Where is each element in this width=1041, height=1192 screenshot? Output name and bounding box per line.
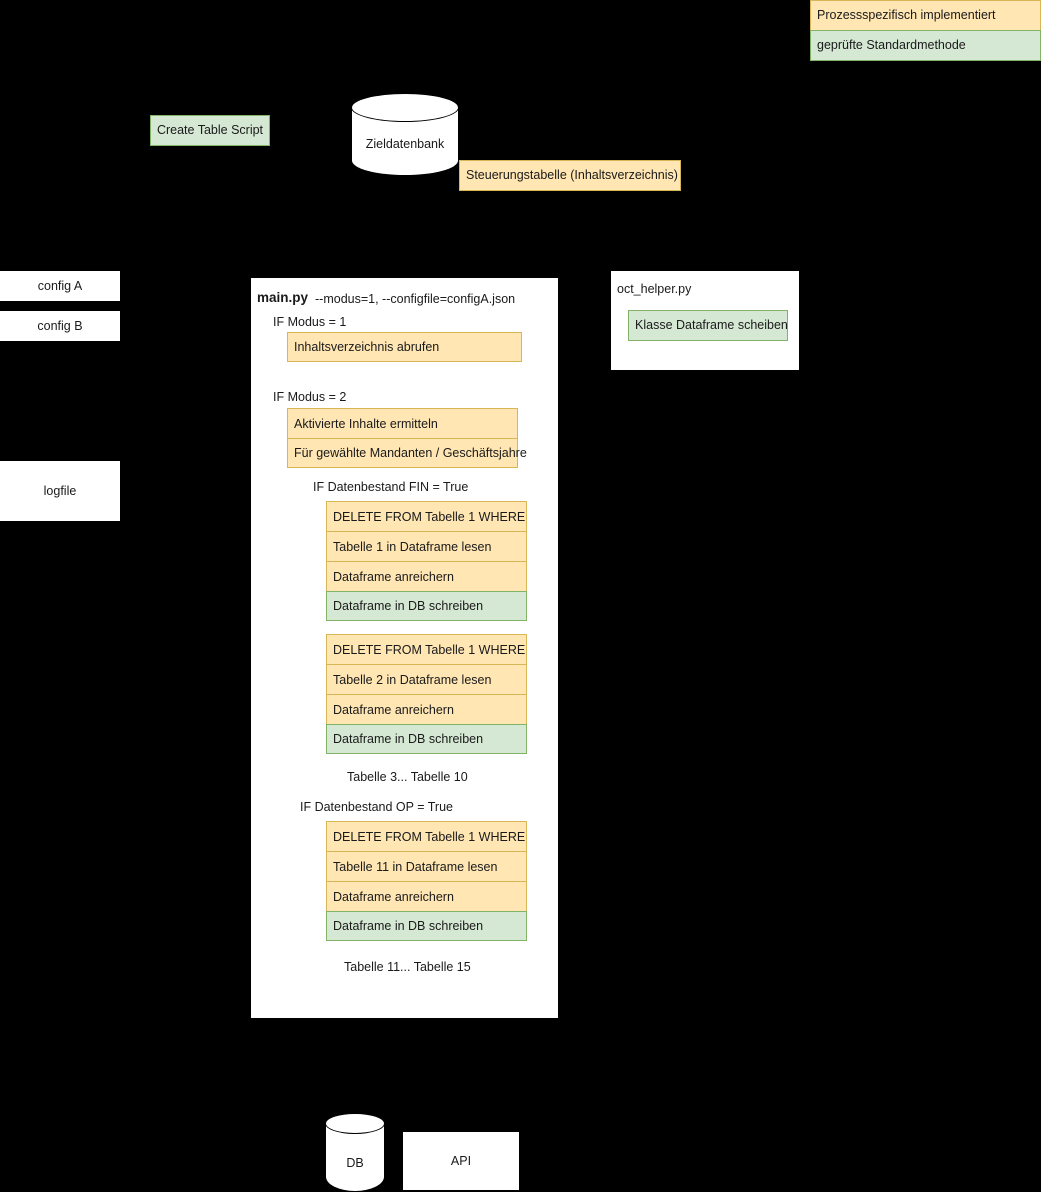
fin-group-1: DELETE FROM Tabelle 1 WHERE Tabelle 1 in… bbox=[326, 501, 527, 621]
process-step-row: Dataframe anreichern bbox=[326, 881, 527, 911]
process-step-row: Aktivierte Inhalte ermitteln bbox=[287, 408, 518, 438]
process-step-row: Dataframe in DB schreiben bbox=[326, 591, 527, 621]
api-label: API bbox=[450, 1153, 472, 1168]
process-step-label: Inhaltsverzeichnis abrufen bbox=[294, 340, 440, 354]
zieldatenbank-cylinder: Zieldatenbank bbox=[351, 93, 459, 176]
op-ellipsis-label: Tabelle 11... Tabelle 15 bbox=[344, 960, 471, 974]
klasse-dataframe-box: Klasse Dataframe scheiben bbox=[628, 310, 788, 341]
legend-item-prozessspezifisch: Prozessspezifisch implementiert bbox=[810, 0, 1041, 31]
cylinder-top-ellipse bbox=[351, 93, 459, 122]
legend-item-standardmethode: geprüfte Standardmethode bbox=[810, 30, 1041, 61]
process-step-row: DELETE FROM Tabelle 1 WHERE bbox=[326, 634, 527, 664]
process-step-label: Tabelle 2 in Dataframe lesen bbox=[333, 672, 492, 687]
modus1-step-group: Inhaltsverzeichnis abrufen bbox=[287, 332, 522, 362]
process-step-row: Dataframe in DB schreiben bbox=[326, 724, 527, 754]
process-step-row: DELETE FROM Tabelle 1 WHERE bbox=[326, 501, 527, 531]
create-table-script-label: Create Table Script bbox=[156, 123, 264, 138]
legend-item-label: geprüfte Standardmethode bbox=[817, 38, 966, 53]
process-step-label: Dataframe in DB schreiben bbox=[333, 919, 484, 933]
process-step-row: Tabelle 1 in Dataframe lesen bbox=[326, 531, 527, 561]
config-b-label: config B bbox=[37, 318, 83, 333]
klasse-dataframe-label: Klasse Dataframe scheiben bbox=[635, 318, 788, 333]
process-step-label: DELETE FROM Tabelle 1 WHERE bbox=[333, 642, 526, 657]
config-a-label: config A bbox=[37, 278, 83, 293]
process-step-row: DELETE FROM Tabelle 1 WHERE bbox=[326, 821, 527, 851]
create-table-script-box[interactable]: Create Table Script bbox=[150, 115, 270, 146]
process-step-row: Dataframe in DB schreiben bbox=[326, 911, 527, 941]
process-step-row: Inhaltsverzeichnis abrufen bbox=[287, 332, 522, 362]
oct-helper-title: oct_helper.py bbox=[617, 282, 692, 296]
process-step-label: Für gewählte Mandanten / Geschäftsjahre bbox=[294, 446, 527, 460]
if-datenbestand-fin-label: IF Datenbestand FIN = True bbox=[313, 480, 469, 494]
process-step-label: Dataframe anreichern bbox=[333, 889, 454, 904]
main-py-args: --modus=1, --configfile=configA.json bbox=[315, 292, 516, 306]
if-datenbestand-op-label: IF Datenbestand OP = True bbox=[300, 800, 453, 814]
steuerungstabelle-box: Steuerungstabelle (Inhaltsverzeichnis) bbox=[459, 160, 681, 191]
process-step-row: Tabelle 2 in Dataframe lesen bbox=[326, 664, 527, 694]
if-modus-2-label: IF Modus = 2 bbox=[273, 390, 347, 404]
steuerungstabelle-label: Steuerungstabelle (Inhaltsverzeichnis) bbox=[466, 168, 678, 183]
zieldatenbank-label: Zieldatenbank bbox=[365, 137, 445, 151]
process-step-label: Dataframe anreichern bbox=[333, 702, 454, 717]
config-a-box: config A bbox=[0, 271, 120, 301]
db-label: DB bbox=[346, 1156, 364, 1170]
process-step-label: Dataframe in DB schreiben bbox=[333, 732, 484, 746]
logfile-label: logfile bbox=[43, 483, 77, 498]
if-modus-1-label: IF Modus = 1 bbox=[273, 315, 347, 329]
cylinder-top-ellipse bbox=[325, 1113, 385, 1134]
process-step-row: Für gewählte Mandanten / Geschäftsjahre bbox=[287, 438, 527, 468]
process-step-label: DELETE FROM Tabelle 1 WHERE bbox=[333, 509, 526, 524]
fin-ellipsis-label: Tabelle 3... Tabelle 10 bbox=[347, 770, 468, 784]
main-py-container: main.py --modus=1, --configfile=configA.… bbox=[250, 277, 559, 1019]
config-b-box: config B bbox=[0, 311, 120, 341]
api-box: API bbox=[402, 1131, 520, 1191]
process-step-label: DELETE FROM Tabelle 1 WHERE bbox=[333, 829, 526, 844]
process-step-row: Dataframe anreichern bbox=[326, 561, 527, 591]
modus2-step-group: Aktivierte Inhalte ermitteln Für gewählt… bbox=[287, 408, 527, 468]
legend-item-label: Prozessspezifisch implementiert bbox=[817, 8, 996, 23]
db-cylinder: DB bbox=[325, 1113, 385, 1192]
process-step-label: Dataframe in DB schreiben bbox=[333, 599, 484, 613]
logfile-box: logfile bbox=[0, 461, 120, 521]
process-step-label: Tabelle 11 in Dataframe lesen bbox=[333, 859, 498, 874]
main-py-title: main.py bbox=[257, 290, 309, 305]
process-step-label: Aktivierte Inhalte ermitteln bbox=[294, 416, 438, 431]
fin-group-2: DELETE FROM Tabelle 1 WHERE Tabelle 2 in… bbox=[326, 634, 527, 754]
process-step-label: Tabelle 1 in Dataframe lesen bbox=[333, 539, 492, 554]
oct-helper-container: oct_helper.py Klasse Dataframe scheiben bbox=[610, 270, 800, 371]
op-group-1: DELETE FROM Tabelle 1 WHERE Tabelle 11 i… bbox=[326, 821, 527, 941]
process-step-row: Tabelle 11 in Dataframe lesen bbox=[326, 851, 527, 881]
process-step-label: Dataframe anreichern bbox=[333, 569, 454, 584]
process-step-row: Dataframe anreichern bbox=[326, 694, 527, 724]
